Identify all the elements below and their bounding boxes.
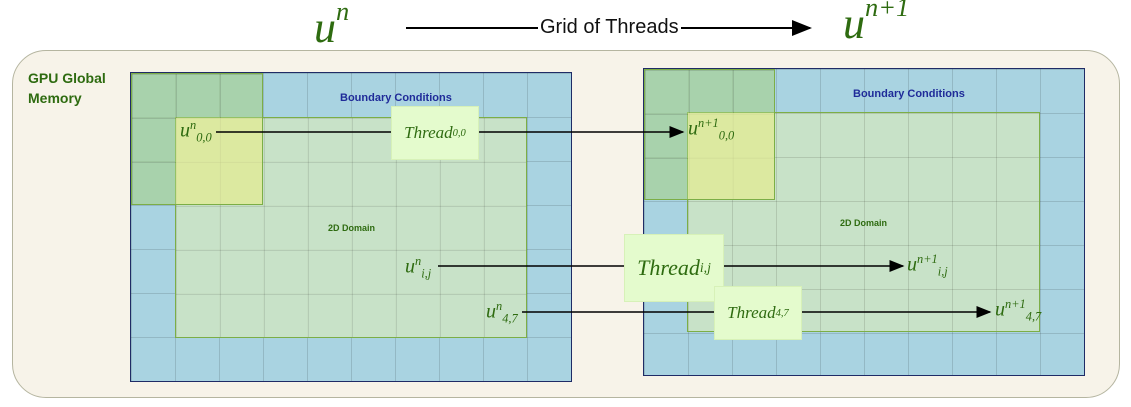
u-n1-00-sub: 0,0 — [718, 128, 735, 143]
un-sup: n — [336, 0, 350, 26]
memory-label-line1: GPU Global — [28, 70, 106, 86]
u-n-00-sub: 0,0 — [196, 130, 212, 145]
un-header: un — [314, 0, 350, 53]
memory-label: GPU Global Memory — [28, 68, 106, 108]
u-n-47-sub: 4,7 — [502, 311, 518, 326]
grid-of-threads-title: Grid of Threads — [538, 16, 681, 39]
u-n-00-base: u — [180, 119, 190, 142]
u-n-47: un4,7 — [486, 299, 518, 327]
u-n1-47-base: u — [995, 298, 1005, 321]
u-n-47-sup: n — [496, 299, 503, 313]
un1-base: u — [843, 0, 865, 48]
u-n1-ij-sub: i,j — [937, 264, 948, 279]
un-base: u — [314, 3, 336, 52]
u-n-ij-base: u — [405, 255, 415, 278]
left-boundary-label: Boundary Conditions — [340, 92, 452, 104]
u-n-00-sup: n — [190, 118, 197, 132]
right-boundary-label: Boundary Conditions — [853, 88, 965, 100]
u-n1-ij: un+1i,j — [907, 252, 948, 280]
u-n1-00-base: u — [688, 117, 698, 140]
left-domain-label: 2D Domain — [328, 223, 376, 233]
thread-47-base: Thread — [727, 303, 776, 322]
u-n1-47: un+14,7 — [995, 297, 1041, 325]
u-n1-47-sup: n+1 — [1005, 297, 1026, 311]
u-n1-ij-sup: n+1 — [917, 252, 938, 266]
u-n1-00: un+10,0 — [688, 116, 734, 144]
u-n-ij: uni,j — [405, 254, 431, 282]
title-text: Grid of Threads — [538, 16, 681, 38]
thread-00-base: Thread — [404, 123, 453, 142]
thread-00-sub: 0,0 — [452, 127, 466, 139]
un1-header: un+1 — [843, 0, 909, 49]
thread-ij-base: Thread — [637, 255, 700, 280]
u-n-ij-sub: i,j — [421, 266, 432, 281]
right-block-overlap — [688, 113, 774, 199]
u-n-ij-sup: n — [415, 254, 422, 268]
un1-sup: n+1 — [865, 0, 910, 22]
u-n-47-base: u — [486, 300, 496, 323]
right-domain-label: 2D Domain — [840, 218, 888, 228]
memory-label-line2: Memory — [28, 90, 82, 106]
u-n1-ij-base: u — [907, 253, 917, 276]
u-n1-00-sup: n+1 — [698, 116, 719, 130]
thread-47-sub: 4,7 — [775, 307, 789, 319]
thread-ij-sub: i,j — [699, 260, 711, 275]
u-n1-47-sub: 4,7 — [1025, 309, 1042, 324]
u-n-00: un0,0 — [180, 118, 212, 146]
